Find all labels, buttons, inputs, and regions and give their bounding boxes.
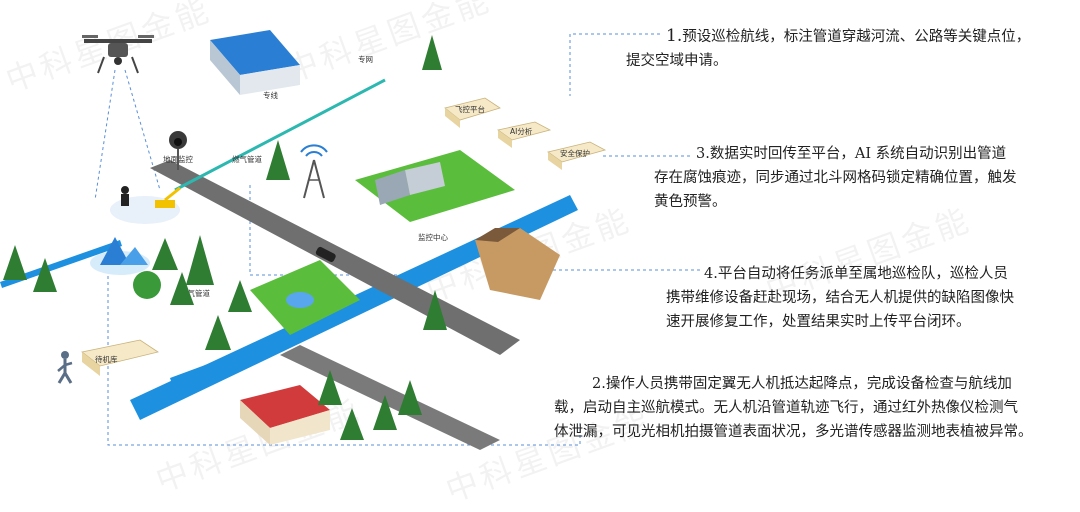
step-3-line-1: 数据实时回传至平台，AI 系统自动识别出管道 bbox=[709, 146, 1007, 162]
step-3-note: 3.数据实时回传至平台，AI 系统自动识别出管道 存在腐蚀痕迹，同步通过北斗网格… bbox=[654, 142, 1064, 214]
step-2-line-1: 操作人员携带固定翼无人机抵达起降点，完成设备检查与航线加 bbox=[605, 376, 1012, 392]
label-box-ai bbox=[497, 121, 552, 148]
step-4-line-1: 平台自动将任务派单至属地巡检队，巡检人员 bbox=[717, 266, 1008, 282]
control-center-building bbox=[405, 162, 445, 195]
step-2-line-2: 载，启动自主巡航模式。无人机沿管道轨迹飞行，通过红外热像仪检测气 bbox=[554, 400, 1018, 416]
houses bbox=[475, 228, 560, 300]
isometric-scene: 专网 专线 飞控平台 AI分析 安全保护 地面监控 燃气管道 监控中心 燃气管道… bbox=[0, 30, 700, 450]
pond bbox=[286, 292, 314, 308]
step-1-line-2: 提交空域申请。 bbox=[626, 53, 728, 69]
map-label-zone-b: 专线 bbox=[263, 90, 278, 100]
stream bbox=[170, 330, 302, 384]
mountain-icon bbox=[90, 237, 150, 275]
label-box-standby bbox=[81, 339, 159, 376]
map-label-pipe2: 燃气管道 bbox=[180, 288, 210, 298]
building-wall bbox=[210, 40, 240, 95]
trees bbox=[3, 35, 447, 440]
control-center-building bbox=[375, 170, 410, 205]
walking-person-icon bbox=[57, 351, 73, 384]
gas-pipeline bbox=[174, 78, 386, 192]
map-label-ai: AI分析 bbox=[510, 126, 533, 136]
map-label-safety: 安全保护 bbox=[560, 148, 590, 158]
step-2-note: 2.操作人员携带固定翼无人机抵达起降点，完成设备检查与航线加 载，启动自主巡航模… bbox=[554, 372, 1070, 444]
step-3-line-3: 黄色预警。 bbox=[654, 194, 727, 210]
label-box-takeoff bbox=[444, 97, 501, 128]
step-4-note: 4.平台自动将任务派单至属地巡检队，巡检人员 携带维修设备赶赴现场，结合无人机提… bbox=[666, 262, 1066, 334]
worker-icon bbox=[110, 186, 181, 224]
step-3-line-2: 存在腐蚀痕迹，同步通过北斗网格码锁定精确位置，触发 bbox=[654, 170, 1017, 186]
step-2-number: 2. bbox=[592, 376, 606, 392]
step-4-line-2: 携带维修设备赶赴现场，结合无人机提供的缺陷图像快 bbox=[666, 290, 1014, 306]
signal-tower-icon bbox=[300, 144, 328, 199]
label-box-safety bbox=[547, 141, 607, 170]
map-label-zone-a: 专网 bbox=[358, 54, 373, 64]
car bbox=[315, 246, 336, 262]
map-label-standby: 待机库 bbox=[95, 354, 118, 364]
step-1-number: 1. bbox=[666, 26, 683, 46]
step-1-line-1: 预设巡检航线，标注管道穿越河流、公路等关键点位， bbox=[682, 29, 1031, 45]
camera-icon bbox=[169, 131, 187, 170]
map-label-gas-pipe: 燃气管道 bbox=[232, 154, 262, 164]
stream bbox=[0, 240, 122, 288]
step-2-line-3: 体泄漏，可见光相机拍摄管道表面状况，多光谱传感器监测地表植被异常。 bbox=[554, 424, 1033, 440]
drone-icon bbox=[82, 35, 154, 74]
step-3-number: 3. bbox=[696, 146, 710, 162]
map-label-control-center: 监控中心 bbox=[418, 232, 448, 242]
factory-wall bbox=[270, 410, 330, 445]
step-4-line-3: 速开展修复工作，处置结果实时上传平台闭环。 bbox=[666, 314, 971, 330]
step-4-number: 4. bbox=[704, 266, 718, 282]
river bbox=[130, 195, 578, 420]
round-tree bbox=[133, 271, 161, 299]
building-roof bbox=[210, 30, 300, 75]
houses-roof bbox=[475, 228, 520, 242]
factory-roof bbox=[240, 385, 330, 428]
map-label-takeoff: 飞控平台 bbox=[455, 104, 485, 114]
factory-wall bbox=[240, 400, 270, 445]
step-1-note: 1.预设巡检航线，标注管道穿越河流、公路等关键点位， 提交空域申请。 bbox=[626, 24, 1066, 73]
lower-road bbox=[280, 345, 500, 450]
building-wall bbox=[240, 65, 300, 95]
